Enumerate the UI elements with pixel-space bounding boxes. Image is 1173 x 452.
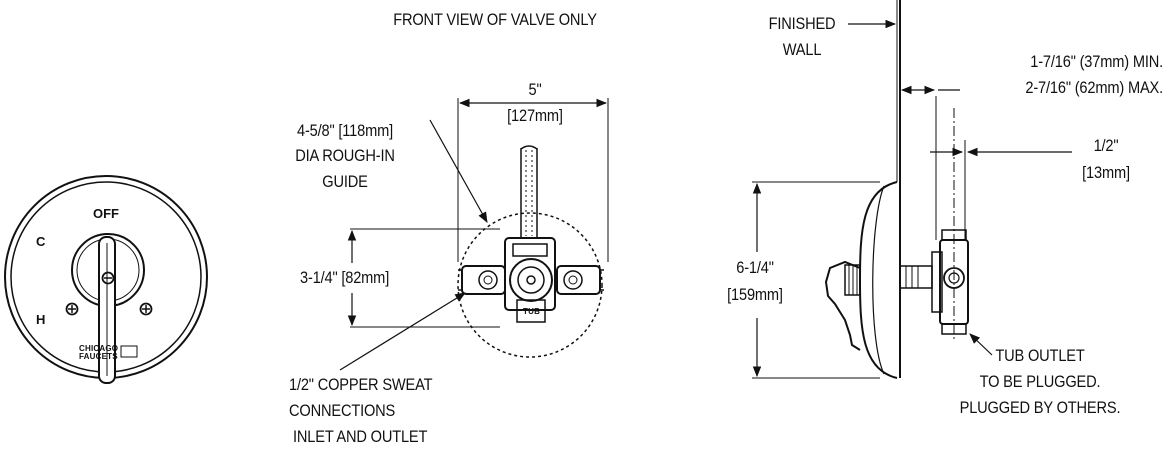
tub-outlet-line-1: TUB OUTLET <box>995 346 1085 365</box>
front-view <box>339 98 609 371</box>
min-distance-label: 1-7/16" (37mm) MIN. <box>1030 52 1163 71</box>
tub-outlet-leader <box>969 333 993 356</box>
tub-outlet-line-3: PLUGGED BY OTHERS. <box>959 398 1121 417</box>
front-view-title: FRONT VIEW OF VALVE ONLY <box>393 10 597 29</box>
inlet-left <box>461 265 506 295</box>
hot-label: H <box>36 312 46 327</box>
brand-line-2: FAUCETS <box>79 352 118 361</box>
half-inch-label: 1/2" <box>1093 136 1119 155</box>
width-inches: 5" <box>528 80 542 99</box>
inlet-right <box>556 265 601 295</box>
guide-label-line-1: 4-5/8" [118mm] <box>297 121 393 140</box>
escutcheon <box>858 181 898 379</box>
side-view <box>752 0 1072 379</box>
brand-line-1: CHICAGO <box>79 344 119 353</box>
off-label: OFF <box>93 206 119 221</box>
mount-screw-right <box>139 302 153 316</box>
side-height-inches: 6-1/4" <box>736 258 774 277</box>
connections-line-2: CONNECTIONS <box>289 401 396 420</box>
rough-in-guide-circle <box>457 212 603 358</box>
connections-leader <box>339 292 466 371</box>
connections-line-3: INLET AND OUTLET <box>293 427 428 446</box>
guide-label-line-2: DIA ROUGH-IN <box>295 146 395 165</box>
side-height-mm: [159mm] <box>727 285 783 304</box>
handle-screw <box>101 271 115 285</box>
mount-screw-left <box>65 302 79 316</box>
finished-wall-line-2: WALL <box>782 40 822 59</box>
cartridge <box>509 258 553 302</box>
height-dimension-label: 3-1/4" [82mm] <box>300 268 390 287</box>
finished-wall-line-1: FINISHED <box>768 14 836 33</box>
max-distance-label: 2-7/16" (62mm) MAX. <box>1025 78 1163 97</box>
half-inch-mm: [13mm] <box>1082 163 1130 182</box>
guide-label-line-3: GUIDE <box>322 172 368 191</box>
cold-label: C <box>36 234 46 249</box>
tub-outlet-line-2: TO BE PLUGGED. <box>979 372 1101 391</box>
trim-faceplate <box>4 175 208 384</box>
tub-label: TUB <box>523 307 541 316</box>
side-lever <box>824 260 861 351</box>
connections-line-1: 1/2" COPPER SWEAT <box>289 375 433 394</box>
width-mm: [127mm] <box>507 106 563 125</box>
guide-leader <box>429 119 488 223</box>
